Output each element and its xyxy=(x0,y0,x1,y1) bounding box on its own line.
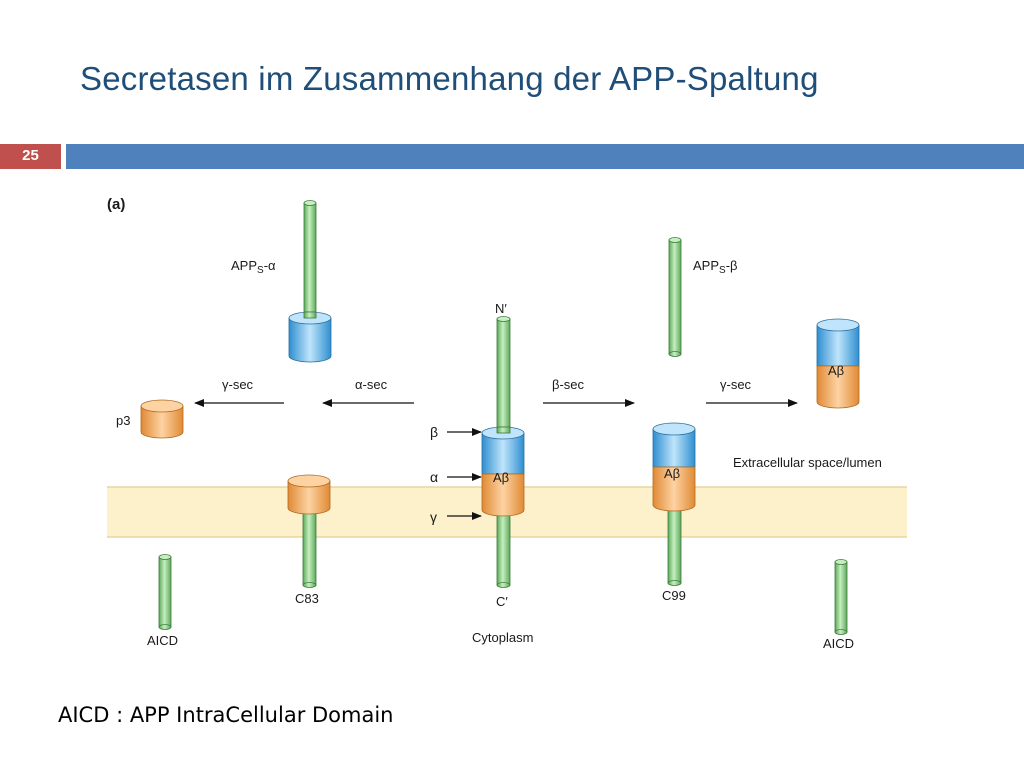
apps-beta-label: APPS-β xyxy=(693,258,738,276)
abeta-c99-label: Aβ xyxy=(664,466,680,481)
abeta-center-label: Aβ xyxy=(493,470,509,485)
beta-site-label: β xyxy=(430,424,438,440)
alpha-site-label: α xyxy=(430,469,438,485)
abeta-top-label: Aβ xyxy=(828,363,844,378)
alpha-sec-label: α-sec xyxy=(355,377,388,392)
aicd-right-label: AICD xyxy=(823,636,854,651)
panel-label: (a) xyxy=(107,196,125,213)
slide-number-badge: 25 xyxy=(0,144,61,169)
c-terminus-label: C′ xyxy=(496,594,508,609)
header-bar xyxy=(66,144,1024,169)
page-title: Secretasen im Zusammenhang der APP-Spalt… xyxy=(80,60,819,97)
gamma-site-label: γ xyxy=(430,509,437,525)
c99-fragment xyxy=(652,422,696,586)
aicd-left-label: AICD xyxy=(147,633,178,648)
gamma-sec-right-label: γ-sec xyxy=(720,377,752,392)
c83-fragment xyxy=(287,474,331,588)
p3-fragment xyxy=(140,399,184,439)
gamma-sec-left-label: γ-sec xyxy=(222,377,254,392)
p3-label: p3 xyxy=(116,413,130,428)
n-terminus-label: N′ xyxy=(495,301,507,316)
apps-alpha-molecule xyxy=(288,200,332,363)
c99-label: C99 xyxy=(662,588,686,603)
apps-beta-molecule xyxy=(668,237,682,357)
extracellular-label: Extracellular space/lumen xyxy=(733,455,882,470)
apps-alpha-label: APPS-α xyxy=(231,258,276,276)
c83-label: C83 xyxy=(295,591,319,606)
abeta-peptide-top xyxy=(816,318,860,409)
beta-sec-label: β-sec xyxy=(552,377,585,392)
aicd-left-fragment xyxy=(158,554,172,630)
aicd-right-fragment xyxy=(834,559,848,635)
footnote: AICD : APP IntraCellular Domain xyxy=(58,703,394,727)
cytoplasm-label: Cytoplasm xyxy=(472,630,533,645)
app-full-molecule xyxy=(481,316,525,588)
